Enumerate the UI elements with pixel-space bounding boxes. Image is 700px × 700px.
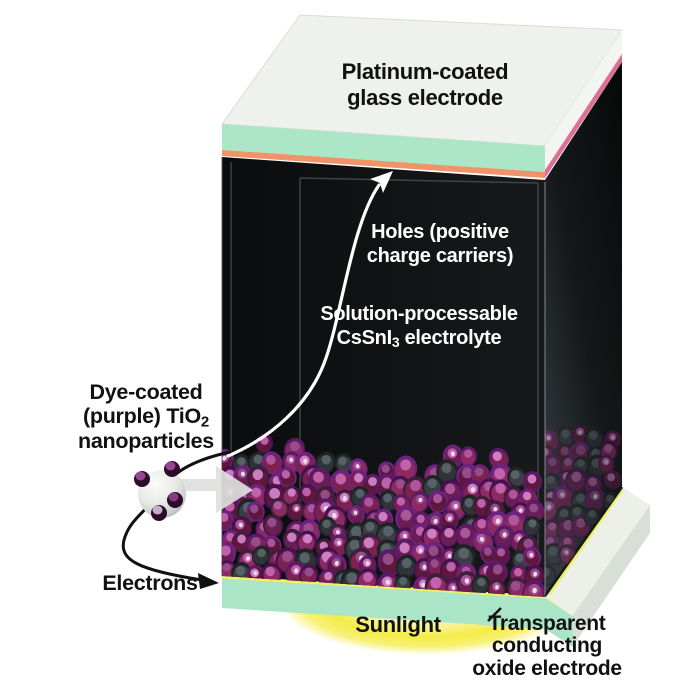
dye-nanoparticles-label: Dye-coated (purple) TiO2 nanoparticles (78, 380, 214, 454)
tco-label-line3: oxide electrode (472, 656, 622, 680)
glass-electrode-side-face (545, 30, 622, 170)
tco-label-line1: Transparent (488, 612, 606, 635)
tio2-formula: (purple) TiO (83, 403, 201, 428)
tco-slab-front (222, 578, 573, 647)
dye-dot (134, 471, 150, 487)
tco-slab-top (545, 487, 650, 615)
electrolyte-formula: CsSnI (336, 326, 392, 349)
sunlight-seam-front (221, 575, 546, 599)
holes-flow-arrow (226, 171, 393, 458)
holes-label-line1: Holes (positive (371, 221, 509, 243)
platinum-label-line2: glass electrode (347, 84, 503, 110)
dye-dot (151, 505, 167, 521)
sunlight-label: Sunlight (355, 612, 441, 637)
platinum-coating-front (222, 150, 545, 178)
electrolyte-label-line2: CsSnI3 electrolyte (320, 327, 517, 351)
platinum-coating-side (545, 54, 622, 178)
particle-insert-arrow (180, 466, 253, 513)
electron-arrowhead (198, 573, 219, 589)
electrolyte-label-line1: Solution-processable (320, 303, 518, 325)
holes-label-line2: charge carriers) (366, 244, 514, 267)
electrolyte-label: Solution-processable CsSnI3 electrolyte (320, 303, 518, 351)
dye-dot (164, 461, 180, 477)
electrolyte-label-rest: electrolyte (399, 326, 502, 349)
tio2-particle-inset (134, 461, 186, 521)
sunlight-seam-diagonal (547, 488, 625, 596)
electron-flow-line (121, 450, 232, 589)
dye-label-line2: (purple) TiO2 (78, 403, 214, 431)
dye-label-line1: Dye-coated (89, 380, 203, 404)
mint-glass-layer (222, 124, 545, 172)
electrolyte-formula-subscript: 3 (391, 333, 400, 350)
tco-electrode (221, 486, 650, 647)
platinum-glass-electrode (221, 14, 623, 178)
platinum-label-line1: Platinum-coated (341, 59, 509, 84)
electrons-label: Electrons (102, 571, 198, 595)
tco-slab-side (573, 505, 650, 646)
holes-label: Holes (positive charge carriers) (366, 221, 514, 268)
tco-label-line2: conducting (491, 634, 603, 658)
platinum-electrode-label: Platinum-coated glass electrode (342, 59, 509, 110)
tio2-formula-subscript: 2 (200, 412, 209, 430)
nanoparticle-pile-side (545, 424, 622, 586)
dye-dot (167, 492, 183, 508)
nanoparticle-pile (222, 433, 545, 597)
dye-label-line3: nanoparticles (78, 429, 214, 454)
inner-glass-edges (230, 162, 539, 570)
tco-label: Transparent conducting oxide electrode (472, 612, 622, 680)
holes-arrowhead (370, 171, 393, 193)
tco-leader-tick (487, 607, 502, 622)
